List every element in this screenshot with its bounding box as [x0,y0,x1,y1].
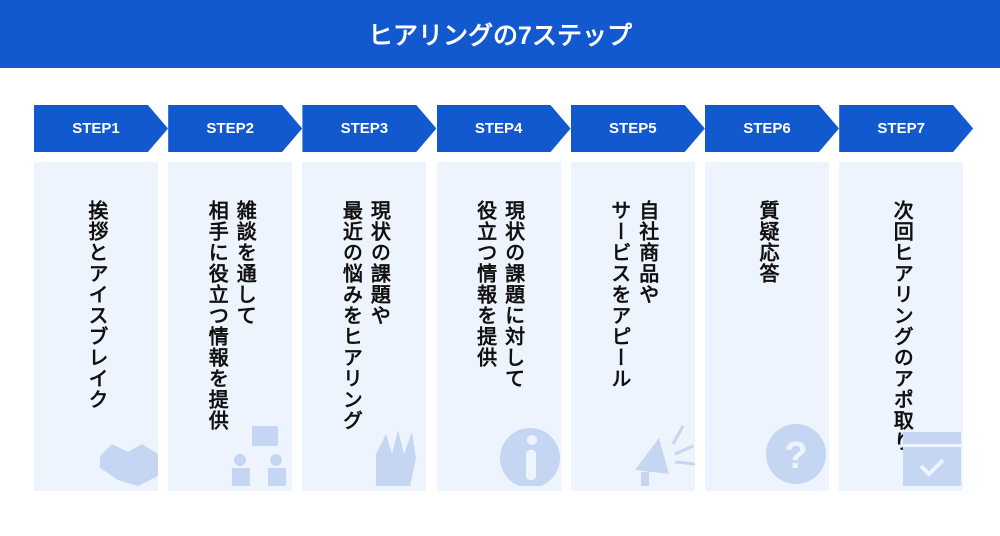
step-card: 雑談を通して 相手に役立つ情報を提供 [168,162,293,491]
step-1: STEP1 挨拶とアイスブレイク [34,105,168,491]
step-card: 次回ヒアリングのアポ取り [839,162,964,491]
step-arrow: STEP3 [302,105,437,152]
step-text: 現状の課題に対して 役立つ情報を提供 [473,200,524,389]
step-7: STEP7 次回ヒアリングのアポ取り [839,105,974,491]
step-arrow: STEP5 [570,105,705,152]
step-arrow: STEP4 [436,105,571,152]
megaphone-icon [629,424,695,491]
step-card: 現状の課題や 最近の悩みをヒアリング [302,162,427,491]
presentation-icon [230,424,292,491]
step-3: STEP3 現状の課題や 最近の悩みをヒアリング [302,105,437,491]
step-card: 挨拶とアイスブレイク [34,162,158,491]
step-2: STEP2 雑談を通して 相手に役立つ情報を提供 [168,105,303,491]
info-icon [499,424,561,491]
step-arrow: STEP7 [839,105,974,152]
step-card: 質疑応答 ? [705,162,829,491]
step-arrow: STEP1 [34,105,168,152]
step-text: 雑談を通して 相手に役立つ情報を提供 [205,200,256,431]
step-text: 自社商品や サービスをアピール [607,200,658,389]
step-card: 自社商品や サービスをアピール [570,162,695,491]
step-6: STEP6 質疑応答 ? [705,105,839,491]
raised-hand-icon [366,424,426,491]
step-text: 次回ヒアリングのアポ取り [890,200,913,452]
handshake-icon [98,436,158,491]
page-title: ヒアリングの7ステップ [0,0,1000,68]
question-icon: ? [763,424,829,491]
step-5: STEP5 自社商品や サービスをアピール [570,105,705,491]
step-text: 挨拶とアイスブレイク [85,200,107,410]
step-text: 質疑応答 [756,200,778,284]
calendar-check-icon [901,424,963,491]
svg-text:?: ? [784,435,807,477]
step-4: STEP4 現状の課題に対して 役立つ情報を提供 [436,105,571,491]
step-arrow: STEP6 [705,105,839,152]
step-card: 現状の課題に対して 役立つ情報を提供 [436,162,561,491]
step-arrow: STEP2 [168,105,303,152]
step-text: 現状の課題や 最近の悩みをヒアリング [339,200,390,431]
